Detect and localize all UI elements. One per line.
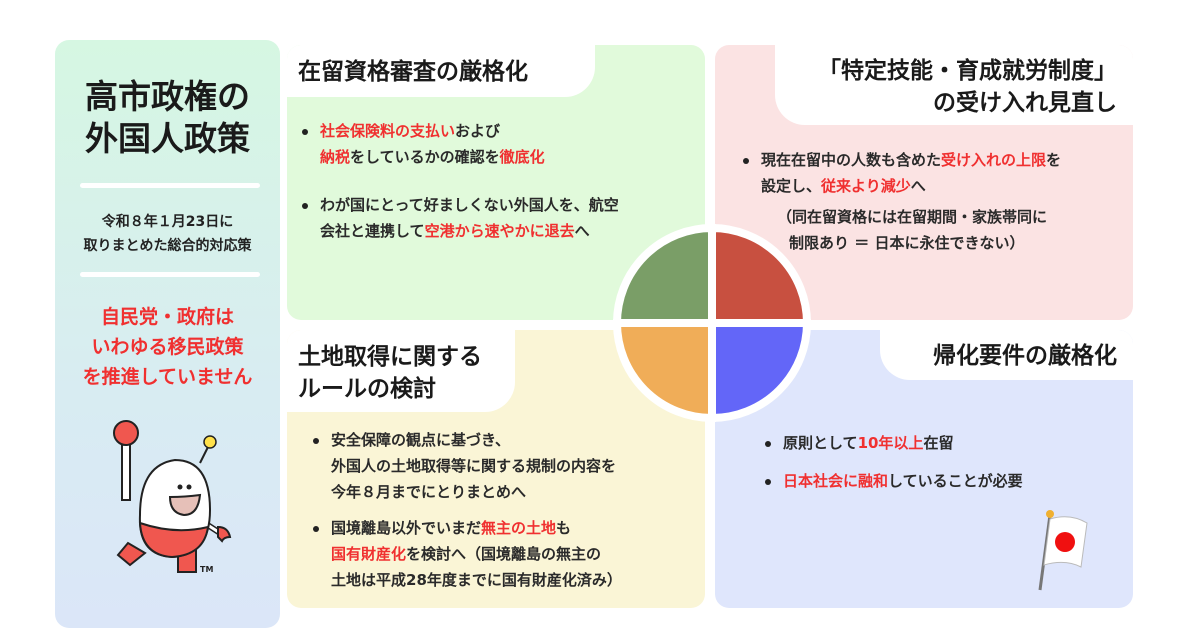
divider bbox=[80, 272, 260, 277]
text-segment: 会社と連携して bbox=[320, 222, 425, 240]
bullet-line: 国境離島以外でいまだ無主の土地も bbox=[331, 515, 622, 541]
text-segment: 国境離島以外でいまだ bbox=[331, 519, 482, 537]
bullet-list: 原則として10年以上在留日本社会に融和していることが必要 bbox=[763, 430, 1023, 506]
text-segment: 在留 bbox=[923, 434, 954, 452]
highlighted-text: 10年以上 bbox=[857, 434, 924, 452]
bullet-line: 国有財産化を検討へ（国境離島の無主の bbox=[331, 541, 622, 567]
bullet-item: 現在在留中の人数も含めた受け入れの上限を設定し、従来より減少へ bbox=[741, 147, 1061, 199]
note: （同在留資格には在留期間・家族帯同に 制限あり ＝ 日本に永住できない） bbox=[777, 204, 1047, 256]
note-line: 制限あり ＝ 日本に永住できない） bbox=[789, 234, 1025, 252]
title-line: ルールの検討 bbox=[298, 376, 436, 402]
highlighted-text: 日本社会に融和 bbox=[783, 472, 889, 490]
text-segment: 外国人の土地取得等に関する規制の内容を bbox=[331, 457, 617, 475]
wedge-green bbox=[612, 223, 716, 327]
title-line: の受け入れ見直し bbox=[933, 90, 1117, 116]
statement-line: を推進していません bbox=[82, 366, 253, 388]
text-segment: へ bbox=[574, 222, 590, 240]
title-line: 帰化要件の厳格化 bbox=[933, 343, 1117, 369]
bullet-item: 国境離島以外でいまだ無主の土地も国有財産化を検討へ（国境離島の無主の土地は平成2… bbox=[311, 515, 622, 593]
bullet-item: わが国にとって好ましくない外国人を、航空会社と連携して空港から速やかに退去へ bbox=[300, 192, 619, 244]
text-segment: 今年８月までにとりまとめへ bbox=[331, 483, 527, 501]
highlighted-text: 国有財産化 bbox=[331, 545, 407, 563]
highlighted-text: 従来より減少 bbox=[821, 177, 911, 195]
title-line: 在留資格審査の厳格化 bbox=[298, 59, 528, 85]
text-segment: も bbox=[556, 519, 572, 537]
note-line: （同在留資格には在留期間・家族帯同に bbox=[777, 208, 1048, 226]
bullet-line: 外国人の土地取得等に関する規制の内容を bbox=[331, 453, 622, 479]
highlighted-text: 無主の土地 bbox=[481, 519, 557, 537]
title-line: 「特定技能・育成就労制度」 bbox=[818, 58, 1117, 84]
bullet-list: 現在在留中の人数も含めた受け入れの上限を設定し、従来より減少へ bbox=[741, 147, 1061, 199]
section-title: 「特定技能・育成就労制度」 の受け入れ見直し bbox=[775, 45, 1133, 125]
sidebar-title: 高市政権の 外国人政策 bbox=[55, 76, 280, 160]
bullet-line: 今年８月までにとりまとめへ bbox=[331, 479, 622, 505]
text-segment: 原則として bbox=[783, 434, 858, 452]
statement-line: いわゆる移民政策 bbox=[91, 336, 244, 358]
bullet-line: 社会保険料の支払いおよび bbox=[320, 118, 619, 144]
text-segment: 設定し、 bbox=[761, 177, 822, 195]
bullet-line: 会社と連携して空港から速やかに退去へ bbox=[320, 218, 619, 244]
title-line: 土地取得に関する bbox=[298, 344, 482, 370]
section-residence: 在留資格審査の厳格化 社会保険料の支払いおよび納税をしているかの確認を徹底化わが… bbox=[287, 45, 705, 320]
japan-flag-icon bbox=[1038, 510, 1088, 591]
bullet-line: 日本社会に融和していることが必要 bbox=[783, 468, 1023, 494]
bullet-line: 現在在留中の人数も含めた受け入れの上限を bbox=[761, 147, 1061, 173]
title-line: 高市政権の bbox=[85, 77, 250, 116]
text-segment: へ bbox=[910, 177, 926, 195]
highlighted-text: 社会保険料の支払い bbox=[320, 122, 456, 140]
wedge-red bbox=[708, 223, 812, 327]
section-title: 在留資格審査の厳格化 bbox=[287, 45, 595, 97]
bullet-line: わが国にとって好ましくない外国人を、航空 bbox=[320, 192, 619, 218]
highlighted-text: 徹底化 bbox=[499, 148, 545, 166]
bullet-item: 社会保険料の支払いおよび納税をしているかの確認を徹底化 bbox=[300, 118, 619, 170]
bullet-list: 社会保険料の支払いおよび納税をしているかの確認を徹底化わが国にとって好ましくない… bbox=[300, 118, 619, 266]
text-segment: を検討へ（国境離島の無主の bbox=[406, 545, 602, 563]
bullet-line: 安全保障の観点に基づき、 bbox=[331, 427, 622, 453]
bullet-line: 土地は平成28年度までに国有財産化済み） bbox=[331, 567, 622, 593]
title-line: 外国人政策 bbox=[85, 119, 250, 158]
bullet-item: 安全保障の観点に基づき、外国人の土地取得等に関する規制の内容を今年８月までにとり… bbox=[311, 427, 622, 505]
statement-line: 自民党・政府は bbox=[100, 306, 234, 328]
subtitle-line: 令和８年１月23日に bbox=[101, 214, 234, 230]
bullet-line: 設定し、従来より減少へ bbox=[761, 173, 1061, 199]
text-segment: わが国にとって好ましくない外国人を、航空 bbox=[320, 196, 619, 214]
sidebar-panel: 高市政権の 外国人政策 令和８年１月23日に 取りまとめた総合的対応策 自民党・… bbox=[55, 40, 280, 628]
text-segment: を bbox=[1046, 151, 1062, 169]
divider bbox=[80, 183, 260, 188]
bullet-line: 原則として10年以上在留 bbox=[783, 430, 1023, 456]
bullet-list: 安全保障の観点に基づき、外国人の土地取得等に関する規制の内容を今年８月までにとり… bbox=[311, 427, 622, 603]
wedge-blue bbox=[708, 319, 812, 423]
text-segment: および bbox=[455, 122, 501, 140]
section-title: 帰化要件の厳格化 bbox=[880, 330, 1133, 380]
highlighted-text: 受け入れの上限 bbox=[941, 151, 1047, 169]
text-segment: 安全保障の観点に基づき、 bbox=[331, 431, 510, 449]
text-segment: 土地は平成28年度までに国有財産化済み） bbox=[331, 571, 622, 589]
wedge-orange bbox=[612, 319, 716, 423]
sidebar-statement: 自民党・政府は いわゆる移民政策 を推進していません bbox=[55, 302, 280, 392]
text-segment: 現在在留中の人数も含めた bbox=[761, 151, 942, 169]
bullet-item: 原則として10年以上在留 bbox=[763, 430, 1023, 456]
bullet-item: 日本社会に融和していることが必要 bbox=[763, 468, 1023, 494]
section-title: 土地取得に関する ルールの検討 bbox=[287, 330, 515, 412]
text-segment: していることが必要 bbox=[888, 472, 1023, 490]
sidebar-subtitle: 令和８年１月23日に 取りまとめた総合的対応策 bbox=[55, 210, 280, 258]
bullet-line: 納税をしているかの確認を徹底化 bbox=[320, 144, 619, 170]
trademark-label: TM bbox=[200, 565, 214, 574]
text-segment: をしているかの確認を bbox=[350, 148, 500, 166]
subtitle-line: 取りまとめた総合的対応策 bbox=[83, 238, 252, 254]
highlighted-text: 空港から速やかに退去 bbox=[424, 222, 575, 240]
mascot-illustration bbox=[113, 420, 232, 573]
highlighted-text: 納税 bbox=[320, 148, 351, 166]
quadrant-circle bbox=[612, 223, 812, 423]
